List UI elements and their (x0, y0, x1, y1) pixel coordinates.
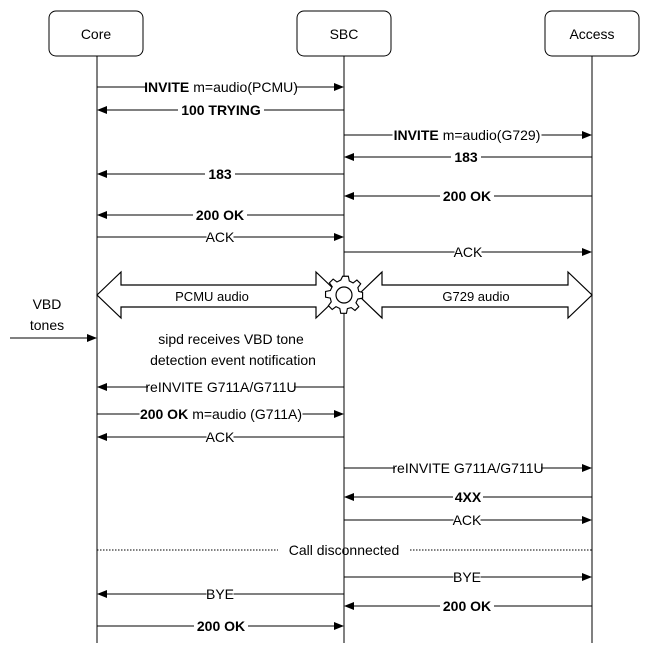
message-label-plain: ACK (206, 229, 235, 245)
message-label: ACK (453, 512, 482, 528)
message-arrowhead (97, 106, 107, 114)
message-arrowhead (344, 153, 354, 161)
message-label-plain: m=audio(PCMU) (193, 79, 298, 95)
message-m7: 200 OK (97, 207, 344, 223)
note-line1: sipd receives VBD tone (158, 331, 304, 347)
message-label-plain: ACK (454, 244, 483, 260)
message-arrowhead (97, 433, 107, 441)
message-m2: 100 TRYING (97, 102, 344, 118)
separator-label: Call disconnected (289, 542, 400, 558)
message-label: 200 OK (197, 618, 245, 634)
message-m6: 200 OK (344, 188, 592, 204)
message-label: ACK (206, 229, 235, 245)
message-label: BYE (206, 586, 234, 602)
message-m15: ACK (344, 512, 592, 528)
message-m12: ACK (97, 429, 344, 445)
message-label-plain: ACK (453, 512, 482, 528)
message-arrowhead (334, 233, 344, 241)
message-label: ACK (454, 244, 483, 260)
participant-core: Core (48, 10, 144, 57)
participant-sbc: SBC (296, 10, 392, 57)
message-arrowhead (334, 622, 344, 630)
message-label: BYE (453, 569, 481, 585)
media-label-pcmu: PCMU audio (175, 289, 249, 304)
message-m10: reINVITE G711A/G711U (97, 379, 344, 395)
message-label-bold: INVITE (144, 79, 189, 95)
message-arrowhead (582, 131, 592, 139)
message-label-bold: 183 (454, 149, 478, 165)
message-arrowhead (344, 493, 354, 501)
participant-access: Access (544, 10, 640, 57)
participant-sbc-label: SBC (330, 26, 359, 42)
message-label: 100 TRYING (181, 102, 261, 118)
message-label: ACK (206, 429, 235, 445)
message-label: 200 OK (443, 188, 491, 204)
message-label-plain: ACK (206, 429, 235, 445)
message-m16: BYE (344, 569, 592, 585)
message-m17: BYE (97, 586, 344, 602)
message-m14: 4XX (344, 489, 592, 505)
message-m4: 183 (344, 149, 592, 165)
message-arrowhead (334, 410, 344, 418)
message-label: reINVITE G711A/G711U (392, 460, 543, 476)
message-label-bold: 200 OK (197, 618, 245, 634)
vbd-label-line2: tones (30, 317, 64, 333)
message-arrowhead (344, 192, 354, 200)
message-label-plain: m=audio (G711A) (192, 406, 302, 422)
message-arrowhead (582, 573, 592, 581)
message-label: 183 (454, 149, 478, 165)
message-label-plain: reINVITE G711A/G711U (145, 379, 296, 395)
message-label: reINVITE G711A/G711U (145, 379, 296, 395)
message-arrowhead (97, 211, 107, 219)
message-label: 183 (208, 166, 232, 182)
message-label-bold: 100 TRYING (181, 102, 261, 118)
message-label-bold: 183 (208, 166, 232, 182)
message-arrowhead (344, 602, 354, 610)
message-label-plain: m=audio(G729) (443, 127, 541, 143)
message-m5: 183 (97, 166, 344, 182)
message-label-plain: reINVITE G711A/G711U (392, 460, 543, 476)
message-arrowhead (334, 83, 344, 91)
message-arrowhead (97, 590, 107, 598)
message-arrowhead (582, 464, 592, 472)
message-label-bold: 200 OK (140, 406, 188, 422)
message-label-plain: BYE (453, 569, 481, 585)
participant-access-label: Access (569, 26, 614, 42)
message-arrowhead (97, 383, 107, 391)
message-label-bold: 4XX (455, 489, 482, 505)
message-label-plain: BYE (206, 586, 234, 602)
message-arrowhead (582, 248, 592, 256)
note-line2: detection event notification (150, 352, 316, 368)
media-stream-pcmu: PCMU audio (96, 270, 341, 320)
message-m9: ACK (344, 244, 592, 260)
message-label-bold: 200 OK (196, 207, 244, 223)
message-label-bold: 200 OK (443, 188, 491, 204)
message-label-bold: 200 OK (443, 598, 491, 614)
media-label-g729: G729 audio (442, 289, 509, 304)
message-label: 200 OK (443, 598, 491, 614)
participant-core-label: Core (81, 26, 112, 42)
message-label: 200 OK (196, 207, 244, 223)
message-label-bold: INVITE (394, 127, 439, 143)
message-arrowhead (97, 170, 107, 178)
message-m13: reINVITE G711A/G711U (344, 460, 592, 476)
message-m19: 200 OK (97, 618, 344, 634)
call-disconnected-separator: Call disconnected (97, 542, 592, 558)
vbd-label-line1: VBD (33, 296, 62, 312)
vbd-tones-input: VBD tones (10, 296, 97, 342)
message-m18: 200 OK (344, 598, 592, 614)
gear-icon (324, 275, 364, 314)
message-label: 4XX (455, 489, 482, 505)
message-m8: ACK (97, 229, 344, 245)
message-arrowhead (582, 516, 592, 524)
media-stream-g729: G729 audio (357, 270, 593, 320)
